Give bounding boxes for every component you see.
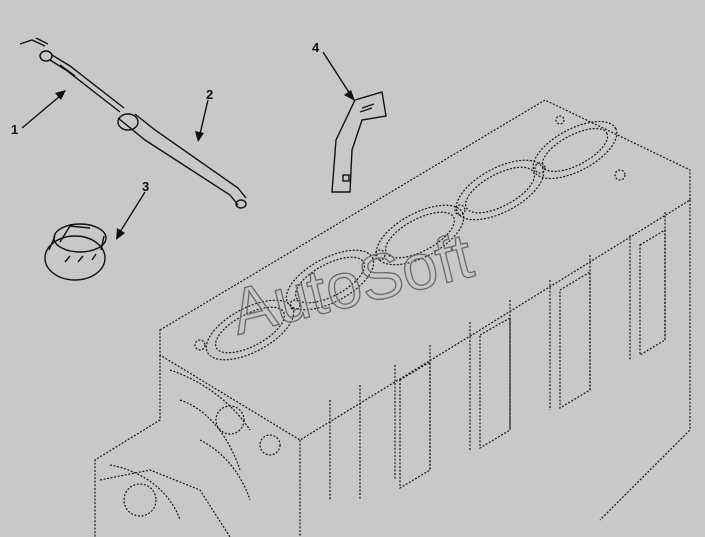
tube-bracket	[331, 91, 387, 193]
tube-clamp	[44, 223, 107, 281]
dipstick-assembly	[19, 37, 247, 209]
callout-label-3: 3	[142, 179, 149, 194]
watermark-text: AutoSoft	[224, 219, 480, 348]
callout-label-2: 2	[206, 87, 213, 102]
callout-label-4: 4	[312, 40, 320, 55]
callout-label-1: 1	[11, 122, 18, 137]
engine-block	[94, 99, 691, 537]
callout-arrows	[21, 51, 355, 240]
